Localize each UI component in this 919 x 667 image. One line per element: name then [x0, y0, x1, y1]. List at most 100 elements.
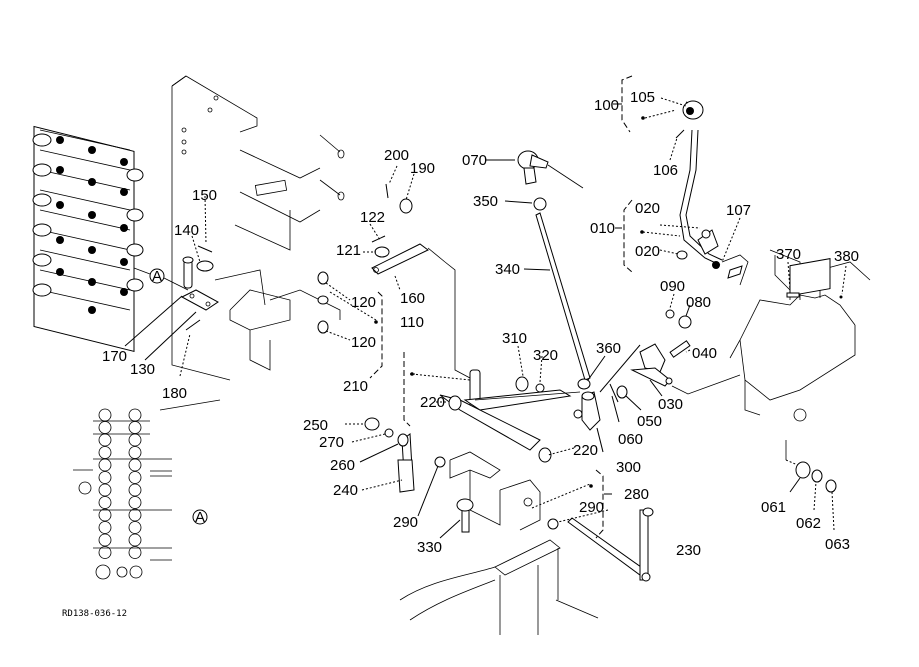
schematic-circle: [95, 564, 111, 580]
label-360: 360: [596, 340, 621, 357]
pin-180: [185, 319, 201, 331]
label-040: 040: [692, 345, 717, 362]
joint-300: [573, 391, 601, 431]
schematic-circle: [128, 508, 142, 522]
label-230: 230: [676, 542, 701, 559]
label-063: 063: [825, 536, 850, 553]
pin-150: [197, 245, 213, 253]
label-105: 105: [630, 89, 655, 106]
bushing-290b: [547, 518, 559, 530]
label-070: 070: [462, 152, 487, 169]
label-270: 270: [319, 434, 344, 451]
label-061: 061: [761, 499, 786, 516]
schematic-circle: [98, 546, 112, 559]
label-310: 310: [502, 330, 527, 347]
label-090: 090: [660, 278, 685, 295]
washer-140: [196, 260, 214, 272]
detail-a-schematic: [73, 408, 172, 580]
view-marker-a: A: [133, 267, 189, 291]
label-080: 080: [686, 294, 711, 311]
washer-270: [384, 428, 394, 438]
label-050: 050: [637, 413, 662, 430]
nut-080: [678, 315, 692, 329]
schematic-circle: [128, 446, 142, 459]
schematic-circle: [98, 483, 112, 497]
shaft-230: [567, 507, 654, 582]
label-200: 200: [384, 147, 409, 164]
bushing-250: [364, 417, 380, 431]
washer-062: [811, 469, 823, 483]
schematic-circle: [98, 458, 112, 472]
view-ref-a-detail-text: A: [195, 509, 205, 526]
label-062: 062: [796, 515, 821, 532]
label-106: 106: [653, 162, 678, 179]
label-130: 130: [130, 361, 155, 378]
label-250: 250: [303, 417, 328, 434]
bolt-330: [456, 498, 474, 533]
lever-010: [676, 100, 749, 286]
label-370: 370: [776, 246, 801, 263]
washer-121: [374, 246, 390, 258]
bracket-030: [630, 343, 741, 395]
label-330: 330: [417, 539, 442, 556]
drawing-code: RD138-036-12: [62, 609, 127, 619]
schematic-circle: [128, 408, 142, 422]
label-110: 110: [400, 314, 424, 331]
schematic-circle: [98, 408, 112, 422]
label-290-left: 290: [393, 514, 418, 531]
label-020-upper: 020: [635, 200, 660, 217]
nut-350: [533, 197, 547, 211]
schematic-circle: [98, 433, 112, 447]
plate-130: [180, 256, 219, 311]
screw-380: [839, 295, 843, 299]
bracket-110: [229, 271, 377, 371]
washer-190: [399, 198, 413, 214]
label-320: 320: [533, 347, 558, 364]
schematic-circle: [98, 533, 112, 547]
washer-061: [795, 461, 811, 479]
leader-lines: [124, 97, 847, 539]
schematic-circle: [116, 566, 128, 578]
rod-160: [371, 243, 446, 275]
label-380: 380: [834, 248, 859, 265]
schematic-circle: [128, 546, 142, 559]
label-060: 060: [618, 431, 643, 448]
frame-plate: [171, 75, 345, 381]
bolt-040: [669, 340, 691, 358]
nut-360: [577, 378, 591, 390]
label-100: 100: [594, 97, 619, 114]
view-marker-a-detail: A: [192, 509, 208, 526]
part-labels: 100 105 106 107 010 020 020 070 350 340 …: [102, 89, 859, 559]
label-120-upper: 120: [351, 294, 376, 311]
schematic-circle: [128, 533, 142, 547]
knob-070: [517, 150, 584, 189]
label-020-lower: 020: [635, 243, 660, 260]
schematic-circle: [98, 471, 112, 484]
schematic-circle: [98, 421, 112, 434]
label-210: 210: [343, 378, 368, 395]
schematic-circle: [129, 565, 143, 579]
label-260: 260: [330, 457, 355, 474]
label-220-lower: 220: [573, 442, 598, 459]
pin-122: [371, 235, 386, 243]
label-170: 170: [102, 348, 127, 365]
link-rod: [444, 261, 471, 379]
label-300: 300: [616, 459, 641, 476]
schematic-circle: [98, 496, 112, 509]
schematic-circle: [128, 471, 142, 484]
label-122: 122: [360, 209, 385, 226]
label-290-right: 290: [579, 499, 604, 516]
schematic-circle: [98, 521, 112, 534]
floor-structure: [159, 399, 599, 635]
group-ticks: [604, 103, 622, 495]
right-frame: [729, 249, 871, 467]
label-120-lower: 120: [351, 334, 376, 351]
label-240: 240: [333, 482, 358, 499]
label-280: 280: [624, 486, 649, 503]
screw-106: [675, 129, 685, 139]
schematic-circle: [98, 508, 112, 522]
label-010: 010: [590, 220, 615, 237]
bushing-290a: [434, 456, 446, 468]
bracket-280: [449, 451, 541, 531]
